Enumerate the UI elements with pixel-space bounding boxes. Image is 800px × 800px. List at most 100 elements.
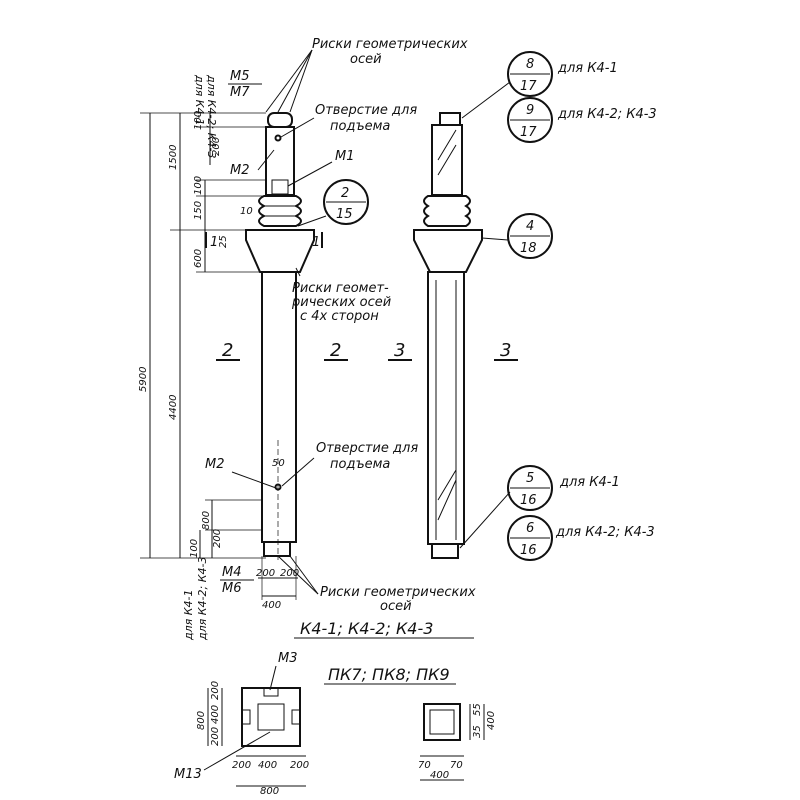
svg-text:5: 5 bbox=[526, 471, 534, 486]
callout-9-17: 9 17 для К4-2; К4-3 bbox=[507, 97, 657, 143]
svg-text:4: 4 bbox=[526, 219, 534, 234]
svg-text:400: 400 bbox=[430, 770, 449, 781]
svg-text:800: 800 bbox=[260, 786, 279, 797]
section-pk: ПК7; ПК8; ПК9 70 70 400 55 35 400 bbox=[324, 665, 497, 781]
dim-upper: 1500 bbox=[168, 145, 179, 170]
section-1-right: 1 bbox=[312, 235, 320, 250]
svg-text:200: 200 bbox=[210, 727, 221, 746]
caption-main: К4-1; К4-2; К4-3 bbox=[300, 619, 433, 638]
svg-text:9: 9 bbox=[526, 103, 534, 118]
vnote-top-2: для К4-2; К4-3 bbox=[205, 74, 218, 159]
dim-100c: 100 bbox=[189, 539, 200, 558]
svg-text:для К4-2; К4-3: для К4-2; К4-3 bbox=[557, 107, 657, 122]
svg-text:70: 70 bbox=[450, 760, 463, 771]
vnote-top-1: для К4-1 bbox=[193, 74, 206, 126]
annotations: Риски геометрических осей Отверстие для … bbox=[265, 37, 476, 614]
dim-150: 150 bbox=[193, 201, 204, 220]
callout-2-15: 2 15 bbox=[297, 179, 369, 227]
callout-8-17: 8 17 для К4-1 bbox=[461, 51, 618, 119]
dim-600: 600 bbox=[193, 249, 204, 268]
note-axis-marks-four-2: рических осей bbox=[291, 295, 391, 310]
svg-text:для К4-1: для К4-1 bbox=[557, 61, 618, 76]
section-3-left: 3 bbox=[394, 340, 405, 361]
cage-foot bbox=[431, 543, 459, 559]
section-2-left: 2 bbox=[222, 340, 233, 361]
mark-m5: М5 bbox=[230, 69, 250, 84]
dim-10: 10 bbox=[240, 206, 253, 217]
column-collar bbox=[258, 195, 302, 227]
dim-200c: 200 bbox=[256, 568, 275, 579]
svg-text:17: 17 bbox=[520, 125, 537, 140]
svg-text:55: 55 bbox=[472, 703, 483, 716]
caption-small: ПК7; ПК8; ПК9 bbox=[328, 665, 450, 684]
section-2-right: 2 bbox=[330, 340, 341, 361]
note-axis-marks-four-3: с 4х сторон bbox=[300, 309, 379, 324]
dim-200a: 200 bbox=[211, 137, 222, 156]
lift-hole-top bbox=[274, 134, 282, 142]
svg-text:200: 200 bbox=[290, 760, 309, 771]
svg-text:16: 16 bbox=[520, 543, 537, 558]
mark-m13: М13 bbox=[174, 767, 202, 782]
pk-outer bbox=[423, 703, 461, 741]
note-axis-marks-bottom-2: осей bbox=[380, 599, 412, 614]
embedded-plate-m1 bbox=[271, 179, 289, 195]
mark-m4: М4 bbox=[222, 565, 242, 580]
vnote-bot-2: для К4-2; К4-3 bbox=[196, 556, 209, 641]
note-lift-hole-bottom-2: подъема bbox=[330, 457, 390, 472]
section-1-left: 1 bbox=[210, 235, 218, 250]
mark-m1: М1 bbox=[335, 149, 355, 164]
section-1-1: М3 М13 200 400 200 800 800 200 400 200 bbox=[174, 651, 309, 797]
note-lift-hole-top: Отверстие для bbox=[315, 103, 417, 118]
cage-console bbox=[413, 229, 483, 273]
section-inner bbox=[257, 703, 285, 731]
svg-text:15: 15 bbox=[336, 207, 353, 222]
svg-text:17: 17 bbox=[520, 79, 537, 94]
dim-200d: 200 bbox=[280, 568, 299, 579]
column-console bbox=[245, 229, 315, 273]
note-lift-hole-bottom: Отверстие для bbox=[316, 441, 418, 456]
callout-6-16: 6 16 для К4-2; К4-3 bbox=[459, 491, 655, 561]
svg-text:для К4-2; К4-3: для К4-2; К4-3 bbox=[555, 525, 655, 540]
note-axis-marks-top: Риски геометрических bbox=[312, 37, 468, 52]
column-foot bbox=[263, 541, 291, 557]
dim-100b: 100 bbox=[193, 176, 204, 195]
section-outer bbox=[241, 687, 301, 747]
column-top-cap bbox=[267, 112, 293, 128]
mark-m2-bottom: М2 bbox=[205, 457, 225, 472]
note-axis-marks-four: Риски геомет- bbox=[292, 281, 389, 296]
note-axis-marks-top-2: осей bbox=[350, 52, 382, 67]
vnote-bot-1: для К4-1 bbox=[182, 589, 195, 641]
section-3-right: 3 bbox=[500, 340, 511, 361]
dim-800: 800 bbox=[201, 511, 212, 530]
svg-text:18: 18 bbox=[520, 241, 537, 256]
svg-text:8: 8 bbox=[526, 57, 534, 72]
dimensions-left: 5900 1500 4400 100 200 100 150 600 10 25… bbox=[138, 111, 299, 611]
dim-lower: 4400 bbox=[168, 395, 179, 420]
callout-5-16: 5 16 для К4-1 bbox=[507, 465, 620, 511]
note-lift-hole-top-2: подъема bbox=[330, 119, 390, 134]
mark-m2-top: М2 bbox=[230, 163, 250, 178]
mark-m7: М7 bbox=[230, 85, 250, 100]
svg-text:2: 2 bbox=[341, 186, 349, 201]
svg-text:800: 800 bbox=[196, 711, 207, 730]
dim-50: 50 bbox=[272, 458, 285, 469]
column-lower-shaft bbox=[261, 271, 297, 543]
svg-text:35: 35 bbox=[472, 725, 483, 738]
svg-text:400: 400 bbox=[258, 760, 277, 771]
column-elevation bbox=[245, 112, 315, 560]
reinforcement-cage bbox=[413, 112, 483, 559]
svg-text:200: 200 bbox=[232, 760, 251, 771]
column-marks: М5 М7 М2 М1 М2 М4 М6 bbox=[205, 69, 355, 596]
svg-text:200: 200 bbox=[210, 681, 221, 700]
dim-400: 400 bbox=[262, 600, 281, 611]
dim-200b: 200 bbox=[212, 529, 223, 548]
pk-inner bbox=[429, 709, 455, 735]
section-marks: 1 1 2 2 3 3 bbox=[205, 232, 518, 361]
mark-m3: М3 bbox=[278, 651, 298, 666]
dim-25: 25 bbox=[218, 235, 229, 248]
dim-total: 5900 bbox=[138, 367, 149, 392]
svg-text:400: 400 bbox=[210, 705, 221, 724]
note-axis-marks-bottom: Риски геометрических bbox=[320, 585, 476, 600]
svg-text:16: 16 bbox=[520, 493, 537, 508]
